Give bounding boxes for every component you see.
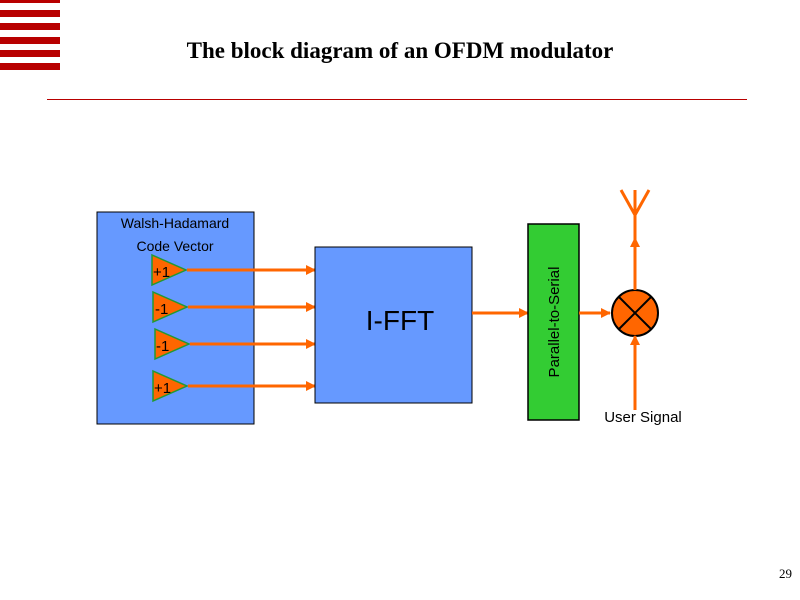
parallel-to-serial-label: Parallel-to-Serial — [546, 267, 563, 378]
code-value: -1 — [156, 338, 169, 355]
user-signal-label: User Signal — [604, 409, 682, 426]
logo-stripe — [0, 23, 60, 30]
logo-stripe — [0, 10, 60, 17]
slide-title: The block diagram of an OFDM modulator — [186, 38, 614, 63]
title-divider — [47, 99, 747, 100]
logo-stripe — [0, 0, 60, 3]
code-vector-title-line2: Code Vector — [136, 238, 213, 254]
code-vector-title-line1: Walsh-Hadamard — [121, 215, 229, 231]
logo-stripe — [0, 37, 60, 44]
code-element: -1 — [154, 327, 316, 361]
logo-stripe — [0, 50, 60, 57]
page-number: 29 — [779, 566, 792, 581]
code-vector-block: Walsh-Hadamard Code Vector — [96, 211, 255, 425]
logo-stripe — [0, 63, 60, 70]
code-value: +1 — [154, 380, 171, 397]
ifft-label: I-FFT — [366, 305, 434, 336]
code-element: +1 — [152, 369, 316, 403]
code-value: +1 — [153, 264, 170, 281]
code-element: -1 — [152, 290, 316, 324]
antenna-icon — [619, 189, 651, 216]
ifft-block: I-FFT — [314, 246, 473, 404]
multiplier-icon — [611, 289, 659, 337]
code-value: -1 — [155, 301, 168, 318]
parallel-to-serial-block: Parallel-to-Serial — [527, 223, 580, 421]
code-element: +1 — [151, 253, 316, 287]
